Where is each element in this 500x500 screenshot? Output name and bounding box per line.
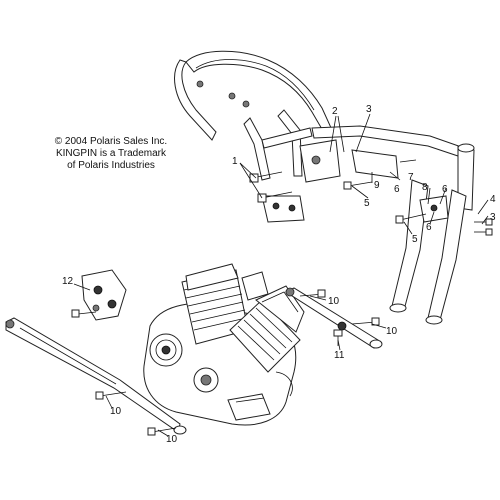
callout-10-lower: 10 [110, 406, 122, 417]
leader-lines [73, 113, 489, 437]
callout-1: 1 [232, 156, 238, 167]
callout-7: 7 [408, 172, 414, 183]
front-cylinder-fins [237, 307, 293, 361]
copyright-line-2: KINGPIN is a Trademark [55, 148, 167, 159]
callout-5-mid: 5 [364, 198, 370, 209]
callout-6-front: 6 [426, 222, 432, 233]
callout-6-top: 6 [442, 184, 448, 195]
callout-4: 4 [490, 194, 496, 205]
callout-11: 11 [334, 350, 345, 361]
engine-assembly [143, 263, 305, 426]
callout-3-right: 3 [490, 212, 496, 223]
callout-9: 9 [374, 180, 380, 191]
engine-bracket-12 [71, 269, 127, 321]
callout-numbers: 1 2 3 3 4 5 5 6 6 6 7 8 9 10 10 10 10 11… [62, 104, 496, 445]
lower-frame-rail-right [284, 287, 383, 349]
callout-5-front: 5 [412, 234, 418, 245]
callout-6-mid: 6 [394, 184, 400, 195]
frame-assembly [174, 50, 475, 325]
callout-12: 12 [62, 276, 74, 287]
callout-2: 2 [332, 106, 338, 117]
copyright-notice: © 2004 Polaris Sales Inc. KINGPIN is a T… [26, 136, 196, 172]
callout-10-upper: 10 [328, 296, 340, 307]
callout-3-top: 3 [366, 104, 372, 115]
copyright-line-1: © 2004 Polaris Sales Inc. [54, 136, 168, 147]
copyright-line-3: of Polaris Industries [67, 160, 155, 171]
callout-8: 8 [422, 182, 428, 193]
callout-10-right: 10 [386, 326, 398, 337]
callout-10-bottom: 10 [166, 434, 178, 445]
lower-frame-rail-left [5, 317, 187, 436]
